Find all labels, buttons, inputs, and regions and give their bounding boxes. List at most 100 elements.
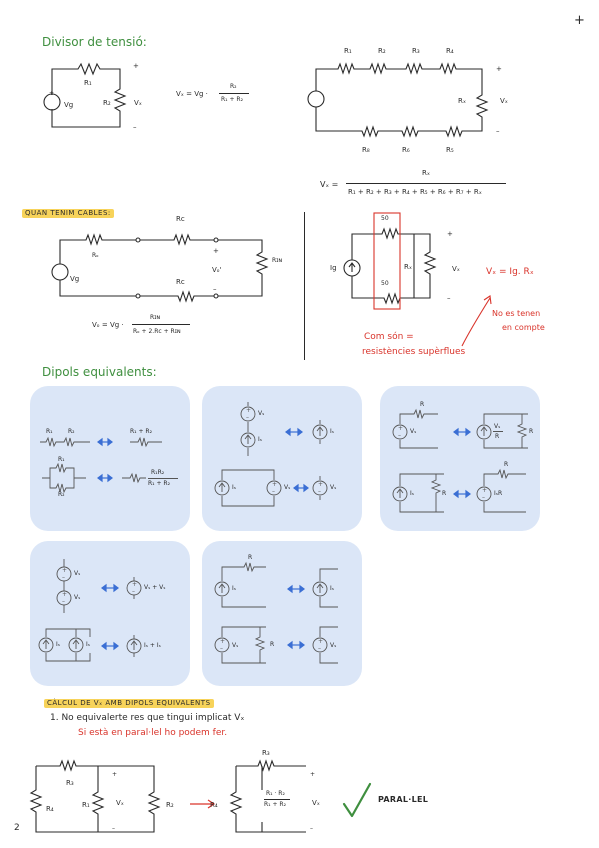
dipols-panel-sources: +–+–+– Vₛ Iₛ Iₛ Iₛ Vₛ Vₛ (202, 386, 362, 531)
panel4-drawing: +–+–+– (38, 559, 142, 662)
cables-red-arrow (461, 295, 492, 347)
panel1-par-den: R₁ + R₂ (148, 480, 170, 487)
calcul-left-plus: + (112, 771, 118, 778)
panel5-is2: Iₛ (330, 585, 335, 592)
panel3-isr: IₛR (494, 490, 503, 497)
corner-plus-mark: + (574, 13, 585, 28)
calcul-transform-arrow (190, 799, 216, 809)
divisor-minus2: – (496, 127, 500, 135)
calcul-left-minus: – (112, 825, 115, 832)
panel4-i1: Iₛ (56, 641, 61, 648)
divisor-vx2-label: Vₓ (500, 97, 508, 105)
calcul-right-minus: – (310, 825, 313, 832)
calcul-right-plus: + (310, 771, 316, 778)
panel4-v2: Vₛ (74, 594, 81, 601)
calcul-left-r3: R₃ (66, 779, 74, 787)
calcul-check-label: PARAL·LEL (378, 795, 429, 804)
cables-vg-label: Vg (70, 275, 80, 283)
cables-red-note-4: resistències supèrflues (362, 347, 466, 357)
panel4-isum: Iₛ + Iₛ (144, 642, 161, 649)
section-title-cables: QUAN TENIM CABLES: (22, 209, 114, 218)
cables-plus-right: + (447, 230, 453, 238)
svg-text:–: – (132, 588, 135, 595)
calcul-step-1-note: Si està en paral·lel ho podem fer. (78, 728, 228, 738)
svg-text:+: + (49, 90, 54, 97)
divisor-r-bot-3: R₅ (446, 146, 454, 154)
calcul-right-par-num: R₁ · R₂ (266, 790, 285, 797)
svg-text:+: + (482, 487, 487, 494)
section-title-dipols: Dipols equivalents: (42, 365, 157, 379)
divisor-r-top-1: R₁ (344, 47, 352, 55)
divisor-formula2-den: R₁ + R₂ + R₃ + R₄ + R₅ + R₆ + R₇ + Rₓ (348, 188, 482, 196)
calcul-right-circuit (229, 759, 306, 833)
cables-red-note-1: No es tenen (492, 309, 541, 318)
cables-formula-bar (132, 324, 190, 325)
divisor-formula2-lhs: Vₓ = (320, 180, 339, 189)
panel2-drawing: +–+–+– (214, 402, 328, 507)
cables-plus: + (213, 247, 219, 255)
cables-red-note-2: en compte (502, 323, 545, 332)
svg-text:–: – (62, 574, 65, 581)
divisor-plus: + (133, 62, 139, 70)
calcul-right-par-den: R₁ + R₂ (264, 801, 286, 808)
cables-formula-lhs: Vₒ = Vg · (92, 321, 124, 329)
divisor-formula2-num: Rₓ (422, 169, 430, 177)
divisor-rx-label: Rₓ (458, 97, 466, 105)
panel3-r: R (420, 401, 425, 408)
panel3-frac-num: Vₛ (494, 423, 501, 430)
panel3-frac-den: R (495, 433, 500, 440)
divisor-r-top-2: R₂ (378, 47, 386, 55)
svg-text:–: – (246, 414, 249, 421)
panel2-is2: Iₛ (330, 428, 335, 435)
section-title-calcul: CÀLCUL DE Vₓ AMB DIPOLS EQUIVALENTS (44, 699, 214, 708)
panel3-frac-bar (493, 431, 503, 432)
panel3-r2: R (529, 428, 534, 435)
cables-rc-bottom: Rc (176, 278, 185, 286)
svg-text:+: + (318, 638, 323, 645)
divisor-r1-label: R₁ (84, 79, 92, 87)
cables-red-formula: Vₓ = Ig. Rₓ (486, 267, 534, 277)
panel3-vs: Vₛ (410, 428, 417, 435)
divisor-formula-lhs: Vₓ = Vg · (176, 90, 208, 98)
divisor-left-circuit: + (43, 62, 127, 128)
svg-text:+: + (272, 481, 277, 488)
calcul-left-vx: Vₓ (116, 799, 124, 807)
calcul-right-vx: Vₓ (312, 799, 320, 807)
svg-text:–: – (482, 494, 485, 501)
svg-text:–: – (62, 598, 65, 605)
calcul-right-r3: R₃ (262, 749, 270, 757)
calcul-left-r1: R₁ (82, 801, 90, 809)
divisor-vx-label: Vₓ (134, 99, 142, 107)
section-title-divisor: Divisor de tensió: (42, 35, 147, 49)
panel3-r3: R (442, 490, 447, 497)
dipols-panel-thevenin-norton: +–+– R Vₛ Vₛ R R Iₛ R R IₛR (380, 386, 540, 531)
svg-text:–: – (272, 488, 275, 495)
panel4-i2: Iₛ (86, 641, 91, 648)
svg-text:–: – (220, 645, 223, 652)
panel5-vs: Vₛ (232, 642, 239, 649)
cables-right-circuit (343, 212, 437, 310)
cables-circuit (51, 233, 269, 303)
calcul-left-r2: R₂ (166, 801, 174, 809)
divisor-r-top-4: R₄ (446, 47, 454, 55)
cables-ig-label: Ig (330, 264, 337, 272)
svg-text:+: + (318, 481, 323, 488)
panel1-par-num: R₁R₂ (151, 469, 165, 476)
divisor-formula-num: R₂ (230, 83, 237, 90)
cables-rc-top: Rc (176, 215, 185, 223)
panel2-is: Iₛ (258, 436, 263, 443)
divisor-r-bot-2: R₆ (402, 146, 410, 154)
panel1-drawing (40, 436, 162, 494)
cables-vo-label: Vₒ' (212, 266, 222, 274)
divisor-vg-label: Vg (64, 101, 74, 109)
svg-text:+: + (220, 638, 225, 645)
cables-rg-label: Rₒ (92, 252, 99, 259)
panel1-r2b: R₂ (58, 491, 65, 498)
section-divider-vertical (304, 212, 305, 360)
panel4-v1: Vₛ (74, 570, 81, 577)
cables-rin-label: Rɪɴ (272, 257, 283, 264)
cables-minus: – (213, 285, 217, 293)
svg-text:+: + (132, 581, 137, 588)
svg-text:–: – (318, 488, 321, 495)
panel3-r4: R (504, 461, 509, 468)
